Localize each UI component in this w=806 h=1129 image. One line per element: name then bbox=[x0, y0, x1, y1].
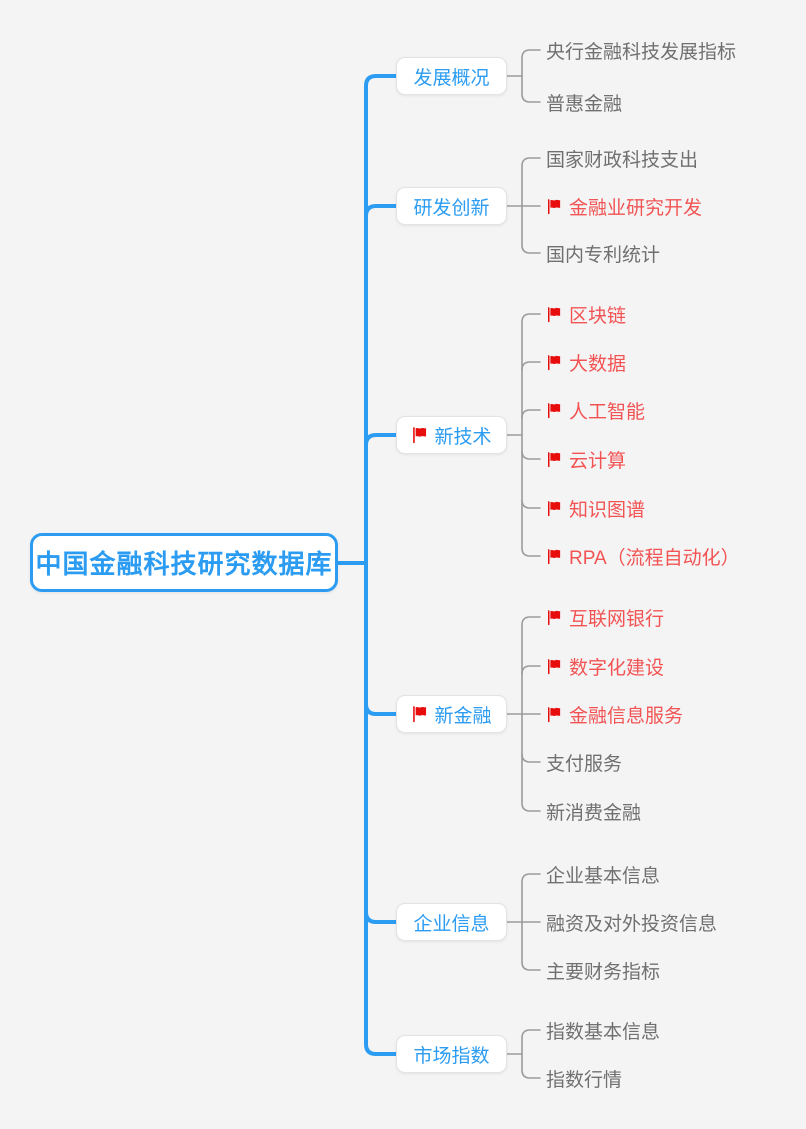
child-node[interactable]: 互联网银行 bbox=[546, 601, 664, 633]
child-node[interactable]: 知识图谱 bbox=[546, 492, 645, 524]
child-node[interactable]: 新消费金融 bbox=[546, 795, 641, 827]
flag-icon bbox=[548, 354, 561, 370]
child-label: 支付服务 bbox=[546, 753, 623, 775]
child-node[interactable]: 主要财务指标 bbox=[546, 954, 660, 986]
branch-node-rd-innovation[interactable]: 研发创新 bbox=[396, 187, 507, 225]
child-label: 互联网银行 bbox=[569, 608, 665, 630]
flag-icon bbox=[548, 548, 561, 564]
child-label: 融资及对外投资信息 bbox=[546, 913, 718, 935]
flag-icon bbox=[548, 609, 561, 625]
child-node[interactable]: 指数行情 bbox=[546, 1062, 622, 1094]
flag-icon bbox=[548, 658, 561, 674]
child-label: 央行金融科技发展指标 bbox=[546, 41, 737, 63]
child-label: 指数行情 bbox=[546, 1069, 623, 1091]
child-label: 云计算 bbox=[569, 450, 627, 472]
flag-icon bbox=[548, 306, 561, 322]
flag-icon bbox=[548, 198, 561, 214]
branch-label: 新金融 bbox=[434, 705, 492, 727]
child-node[interactable]: 指数基本信息 bbox=[546, 1014, 660, 1046]
child-label: RPA（流程自动化） bbox=[569, 547, 740, 569]
child-node[interactable]: 国内专利统计 bbox=[546, 237, 660, 269]
child-node[interactable]: 人工智能 bbox=[546, 394, 645, 426]
child-node[interactable]: 数字化建设 bbox=[546, 650, 664, 682]
branch-node-new-technology[interactable]: 新技术 bbox=[396, 416, 507, 454]
branch-node-new-finance[interactable]: 新金融 bbox=[396, 695, 507, 733]
flag-icon bbox=[413, 427, 427, 444]
branch-label: 发展概况 bbox=[413, 67, 490, 89]
flag-icon bbox=[548, 402, 561, 418]
child-node[interactable]: 云计算 bbox=[546, 443, 626, 475]
child-label: 区块链 bbox=[569, 305, 627, 327]
root-node-label: 中国金融科技研究数据库 bbox=[35, 550, 333, 580]
child-label: 数字化建设 bbox=[569, 657, 665, 679]
child-label: 知识图谱 bbox=[569, 499, 646, 521]
branch-label: 研发创新 bbox=[413, 197, 490, 219]
branch-label: 新技术 bbox=[434, 426, 492, 448]
child-label: 主要财务指标 bbox=[546, 961, 661, 983]
flag-icon bbox=[548, 500, 561, 516]
branch-node-development-overview[interactable]: 发展概况 bbox=[396, 57, 507, 95]
child-node[interactable]: 融资及对外投资信息 bbox=[546, 906, 717, 938]
child-label: 新消费金融 bbox=[546, 802, 642, 824]
child-node[interactable]: 金融业研究开发 bbox=[546, 190, 702, 222]
child-label: 国家财政科技支出 bbox=[546, 149, 699, 171]
branch-node-enterprise-info[interactable]: 企业信息 bbox=[396, 903, 507, 941]
branch-node-market-index[interactable]: 市场指数 bbox=[396, 1035, 507, 1073]
child-node[interactable]: 央行金融科技发展指标 bbox=[546, 34, 736, 66]
child-node[interactable]: 金融信息服务 bbox=[546, 698, 683, 730]
child-label: 大数据 bbox=[569, 353, 627, 375]
flag-icon bbox=[548, 706, 561, 722]
child-label: 人工智能 bbox=[569, 401, 646, 423]
branch-label: 企业信息 bbox=[413, 913, 490, 935]
child-node[interactable]: RPA（流程自动化） bbox=[546, 540, 740, 572]
child-connector-lines bbox=[502, 49, 541, 1079]
flag-icon bbox=[548, 451, 561, 467]
child-node[interactable]: 企业基本信息 bbox=[546, 858, 660, 890]
child-node[interactable]: 普惠金融 bbox=[546, 86, 622, 118]
child-label: 金融业研究开发 bbox=[569, 197, 703, 219]
root-node[interactable]: 中国金融科技研究数据库 bbox=[30, 533, 338, 592]
child-node[interactable]: 区块链 bbox=[546, 298, 626, 330]
branch-label: 市场指数 bbox=[413, 1045, 490, 1067]
flag-icon bbox=[413, 706, 427, 723]
child-label: 国内专利统计 bbox=[546, 244, 661, 266]
child-label: 金融信息服务 bbox=[569, 705, 684, 727]
child-label: 普惠金融 bbox=[546, 93, 623, 115]
child-node[interactable]: 大数据 bbox=[546, 346, 626, 378]
child-node[interactable]: 国家财政科技支出 bbox=[546, 142, 698, 174]
trunk-lines bbox=[336, 74, 402, 1056]
child-label: 企业基本信息 bbox=[546, 865, 661, 887]
child-node[interactable]: 支付服务 bbox=[546, 746, 622, 778]
child-label: 指数基本信息 bbox=[546, 1021, 661, 1043]
